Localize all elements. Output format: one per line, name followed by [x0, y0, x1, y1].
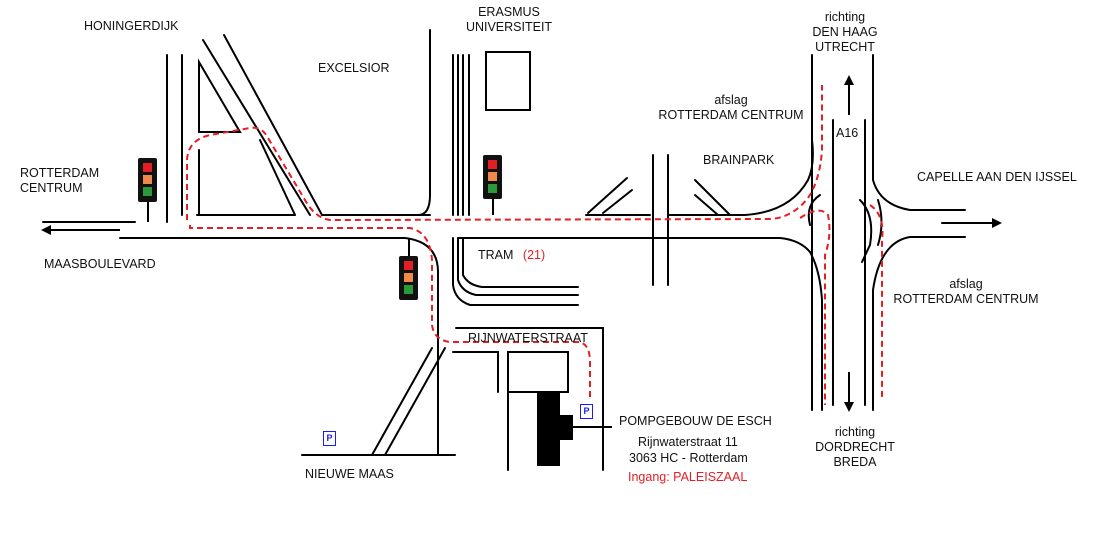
river-diagonal-a	[371, 347, 433, 456]
label-den-haag: DEN HAAG	[812, 25, 878, 39]
traffic-light-icon	[399, 256, 418, 300]
label-a16: A16	[836, 126, 859, 140]
label-entrance: Ingang: PALEISZAAL	[628, 470, 748, 484]
pump-building-top	[507, 351, 569, 393]
parking-icon: P	[323, 431, 336, 446]
label-brainpark: BRAINPARK	[703, 153, 775, 167]
triangle-island	[198, 58, 242, 133]
traffic-light-icon	[138, 158, 157, 202]
label-erasmus-universiteit: ERASMUS UNIVERSITEIT	[463, 5, 555, 35]
a16-east-lower	[872, 236, 966, 411]
label-tram: TRAM (21)	[478, 248, 545, 263]
route-main	[186, 85, 823, 222]
university-building	[485, 51, 531, 111]
label-afslag: afslag	[949, 277, 983, 291]
brainpark-road-left2	[602, 189, 633, 214]
diagonal-road-inner	[223, 34, 323, 216]
label-tram-text: TRAM	[478, 248, 514, 262]
label-richting: richting	[834, 425, 876, 439]
label-capelle: CAPELLE AAN DEN IJSSEL	[917, 170, 1077, 184]
route-to-pompgebouw	[189, 225, 591, 400]
traffic-light-pole	[408, 238, 410, 256]
label-address-city: 3063 HC - Rotterdam	[629, 451, 748, 465]
label-rotterdam-centrum: ROTTERDAM CENTRUM	[658, 108, 804, 122]
traffic-light-icon	[483, 155, 502, 199]
label-centrum: CENTRUM	[20, 181, 83, 195]
main-road-top-east2	[667, 139, 814, 216]
river-diagonal-b	[384, 347, 446, 456]
interchange-loop-east	[859, 199, 873, 263]
label-rotterdam-centrum: ROTTERDAM CENTRUM	[893, 292, 1039, 306]
label-afslag: afslag	[714, 93, 748, 107]
label-excelsior: EXCELSIOR	[318, 61, 390, 75]
label-richting-south: richting DORDRECHT BREDA	[800, 425, 910, 470]
traffic-light-pole	[492, 198, 494, 215]
rijnwater-road	[455, 327, 604, 471]
label-nieuwe-maas: NIEUWE MAAS	[305, 467, 394, 481]
tram-road-b	[457, 237, 579, 296]
label-erasmus: ERASMUS	[478, 5, 540, 19]
label-tram-number: (21)	[522, 248, 546, 262]
brainpark-road-right2	[694, 179, 731, 216]
label-honingerdijk: HONINGERDIJK	[84, 19, 179, 33]
label-maasboulevard: MAASBOULEVARD	[44, 257, 156, 271]
label-breda: BREDA	[833, 455, 877, 469]
label-afslag-top: afslag ROTTERDAM CENTRUM	[655, 93, 807, 123]
tram-road-c	[462, 237, 579, 288]
label-richting: richting	[824, 10, 866, 24]
label-rijnwaterstraat: RIJNWATERSTRAAT	[468, 331, 588, 345]
label-richting-north: richting DEN HAAG UTRECHT	[800, 10, 890, 55]
label-rotterdam: ROTTERDAM	[20, 166, 100, 180]
route-exit	[799, 209, 831, 405]
island-diagonal	[259, 139, 296, 216]
interchange-ramp-w	[807, 194, 821, 226]
pompgebouw-building	[537, 392, 573, 466]
label-rotterdam-centrum-west: ROTTERDAM CENTRUM	[20, 166, 99, 196]
route-east-exit	[869, 204, 884, 400]
brainpark-road-right	[694, 194, 719, 216]
label-utrecht: UTRECHT	[815, 40, 875, 54]
label-pompgebouw: POMPGEBOUW DE ESCH	[619, 414, 772, 428]
parking-icon: P	[580, 404, 593, 419]
label-dordrecht: DORDRECHT	[815, 440, 895, 454]
label-universiteit: UNIVERSITEIT	[465, 20, 553, 34]
brainpark-road-left	[587, 177, 628, 214]
interchange-loop-west	[809, 251, 823, 411]
label-afslag-right: afslag ROTTERDAM CENTRUM	[890, 277, 1042, 307]
main-road-bottom	[457, 237, 811, 253]
label-address-street: Rijnwaterstraat 11	[638, 435, 738, 449]
excelsior-road-left	[417, 29, 431, 216]
rijnwater-road-inner	[452, 351, 499, 393]
traffic-light-pole	[147, 202, 149, 222]
tram-road-a	[452, 237, 579, 306]
a16-east-edge	[872, 54, 966, 211]
